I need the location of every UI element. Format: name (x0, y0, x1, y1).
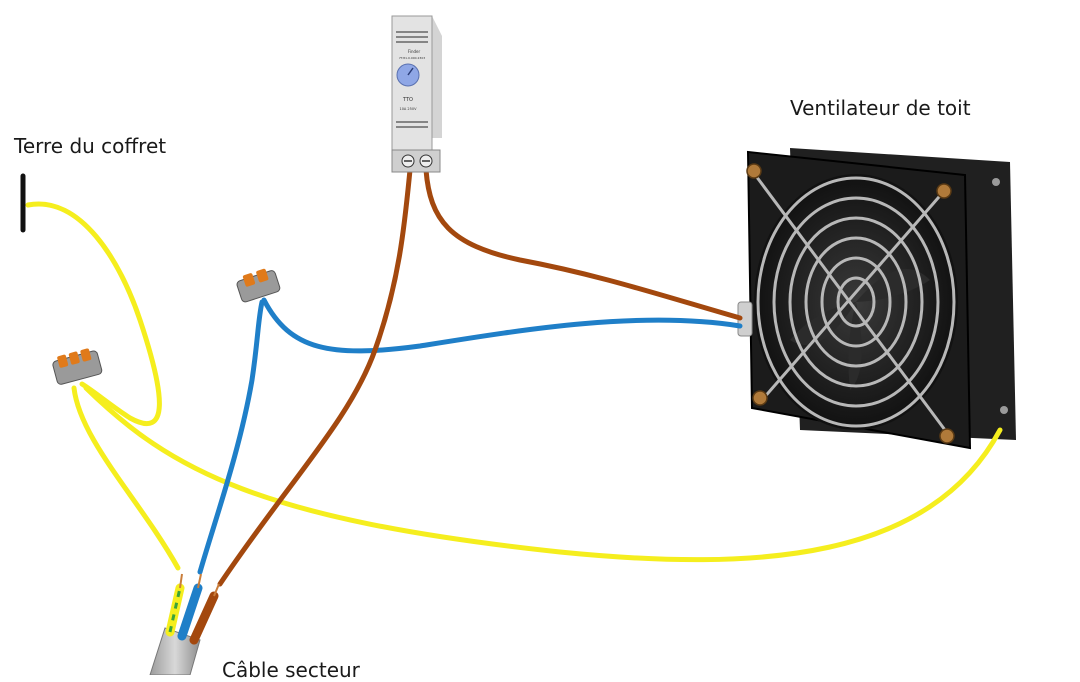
neutral-wire-fan (261, 297, 743, 354)
live-wire-cable (217, 167, 413, 587)
fan-label: Ventilateur de toit (790, 96, 971, 120)
thermostat-brand: Finder (408, 49, 421, 54)
wago-connector-icon (236, 268, 281, 303)
thermostat-model-short: TTO (402, 97, 413, 103)
earth-wire-fan (83, 385, 1003, 563)
earth-label: Terre du coffret (14, 134, 167, 158)
neutral-wire-cable (197, 299, 265, 575)
cable-label: Câble secteur (222, 658, 360, 682)
thermostat-model: 7T.81.0.000.2303 (399, 56, 425, 60)
earth-wire-cable (71, 385, 181, 571)
earth-wire-enclosure (25, 201, 162, 426)
fan-icon (737, 148, 1016, 450)
mains-cable-icon (149, 573, 220, 675)
thermostat-rating: 10A 250V (399, 107, 417, 111)
wago-connector-icon (52, 348, 103, 385)
live-wire-fan (423, 167, 743, 321)
thermostat-icon (391, 15, 442, 173)
